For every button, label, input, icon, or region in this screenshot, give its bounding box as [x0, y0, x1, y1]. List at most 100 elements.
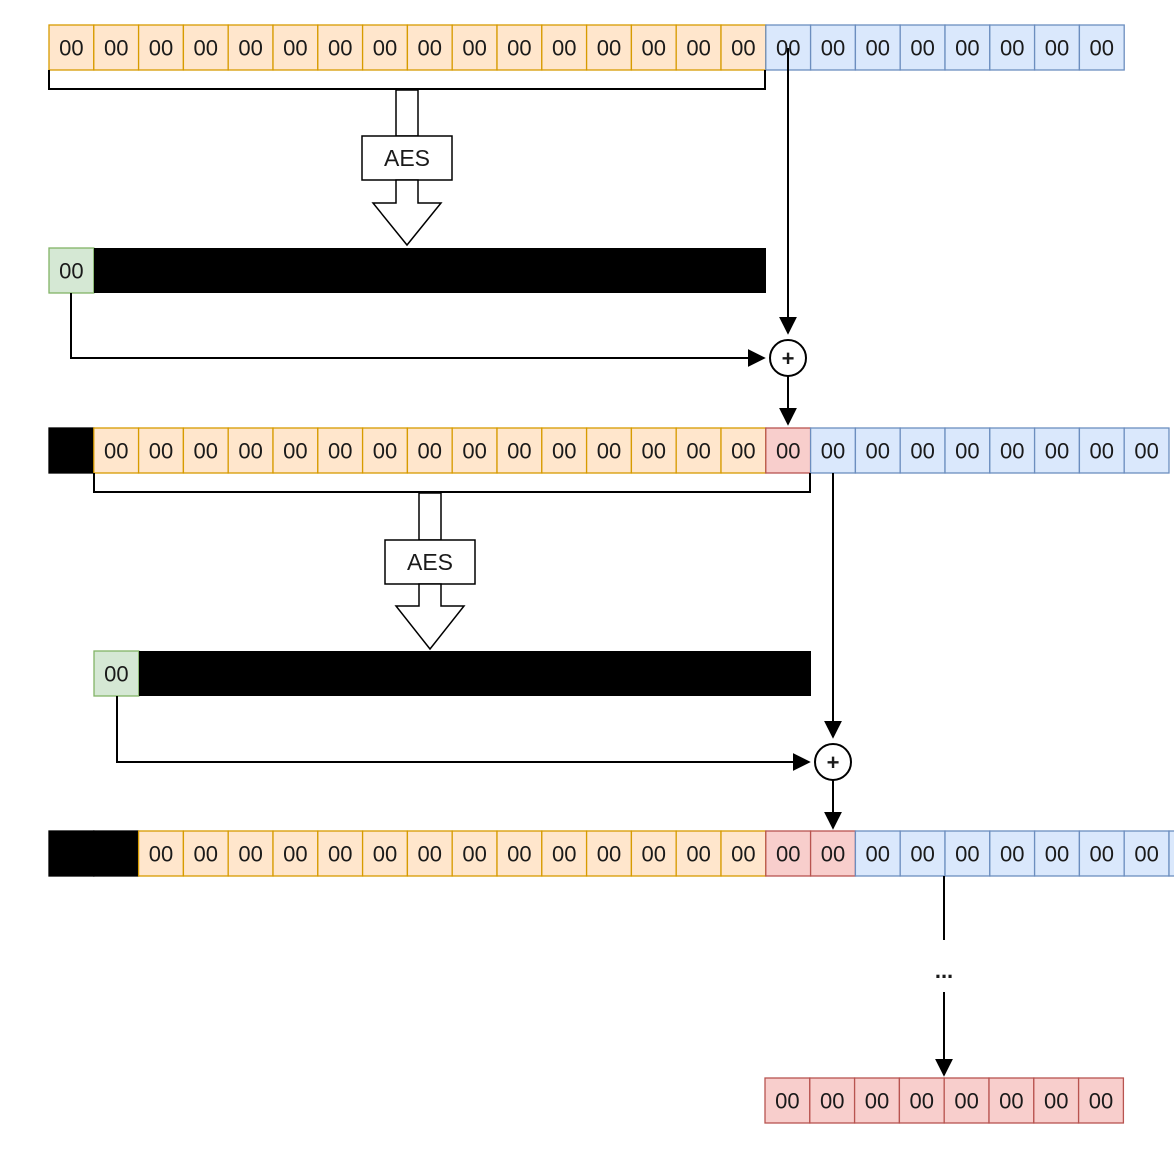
byte-value: 00 [775, 1089, 799, 1114]
byte-cell [630, 24, 677, 71]
byte-cell [585, 830, 633, 877]
consumed-byte-cell [48, 427, 95, 474]
xor-operator: + [814, 743, 852, 781]
byte-value: 00 [238, 842, 262, 867]
byte-value: 00 [1045, 36, 1069, 61]
byte-value: 00 [1134, 842, 1158, 867]
byte-value: 00 [462, 439, 486, 464]
byte-value: 00 [597, 439, 621, 464]
byte-cell [1033, 1077, 1080, 1124]
byte-value: 00 [238, 439, 262, 464]
aes-block-arrow: AES [361, 89, 453, 247]
byte-value: 00 [597, 36, 621, 61]
byte-value: 00 [999, 1089, 1023, 1114]
byte-value: 00 [955, 36, 979, 61]
byte-value: 00 [552, 36, 576, 61]
byte-cell [406, 24, 453, 71]
byte-cell [1168, 830, 1174, 877]
byte-value: 00 [1000, 439, 1024, 464]
byte-cell [944, 830, 991, 877]
byte-value: 00 [820, 1089, 844, 1114]
byte-cell [272, 24, 319, 71]
byte-cell [675, 427, 722, 474]
byte-value: 00 [283, 842, 307, 867]
byte-cell [765, 830, 812, 877]
byte-cell [585, 427, 633, 474]
byte-value: 00 [149, 439, 173, 464]
byte-cell [406, 830, 453, 877]
byte-cell [227, 830, 274, 877]
byte-cell [451, 24, 498, 71]
byte-cell [451, 830, 498, 877]
byte-value: 00 [328, 36, 352, 61]
byte-value: 00 [1090, 36, 1114, 61]
byte-value: 00 [283, 36, 307, 61]
byte-value: 00 [507, 842, 531, 867]
byte-value: 00 [194, 439, 218, 464]
byte-cells: 00 00 00 00 00 00 00 00 00 00 00 00 00 00 00 00 00 00 00 00… [48, 24, 1174, 1124]
byte-cell [944, 24, 991, 71]
byte-value: 00 [642, 439, 666, 464]
byte-value: 00 [59, 36, 83, 61]
byte-cell [137, 24, 185, 71]
byte-value: 00 [910, 842, 934, 867]
stage-2: AES + [93, 473, 852, 830]
byte-cell [93, 24, 140, 71]
byte-value: 00 [1134, 439, 1158, 464]
byte-value: 00 [507, 439, 531, 464]
byte-cell [1033, 24, 1081, 71]
aes-label: AES [407, 549, 453, 575]
byte-value: 00 [462, 36, 486, 61]
byte-cell [93, 650, 140, 697]
byte-cell [541, 830, 588, 877]
byte-value: 00 [104, 36, 128, 61]
feedback-line [70, 293, 766, 367]
byte-cell [854, 24, 901, 71]
byte-value: 00 [642, 36, 666, 61]
byte-cell [361, 24, 409, 71]
input-bracket [93, 473, 811, 493]
byte-value: 00 [373, 36, 397, 61]
byte-cell [1123, 830, 1170, 877]
aes-label: AES [384, 145, 430, 171]
byte-value: 00 [1000, 36, 1024, 61]
stage-1: AES + [48, 48, 807, 426]
byte-value: 00 [59, 259, 83, 284]
aes-block-arrow: AES [384, 492, 476, 651]
byte-value: 00 [1000, 842, 1024, 867]
byte-value: 00 [821, 36, 845, 61]
byte-cell [541, 24, 588, 71]
byte-value: 00 [731, 439, 755, 464]
byte-cell [630, 427, 677, 474]
byte-value: 00 [866, 36, 890, 61]
byte-cell [227, 24, 274, 71]
byte-value: 00 [955, 842, 979, 867]
byte-value: 00 [462, 842, 486, 867]
aes-output-black-bar [94, 248, 766, 293]
byte-cell [720, 830, 767, 877]
byte-value: 00 [104, 662, 128, 687]
byte-cell [989, 24, 1036, 71]
byte-value: 00 [104, 439, 128, 464]
byte-cell [585, 24, 633, 71]
byte-cell [1078, 24, 1125, 71]
byte-value: 00 [194, 842, 218, 867]
byte-value: 00 [1045, 842, 1069, 867]
byte-value: 00 [149, 842, 173, 867]
byte-cell [943, 1077, 990, 1124]
byte-value: 00 [686, 439, 710, 464]
byte-cell [1078, 830, 1125, 877]
byte-value: 00 [866, 439, 890, 464]
feedback-line [116, 696, 811, 771]
byte-cell [1033, 830, 1081, 877]
byte-cell [93, 427, 140, 474]
byte-value: 00 [507, 36, 531, 61]
byte-value: 00 [1090, 842, 1114, 867]
byte-cell [317, 24, 364, 71]
byte-value: 00 [954, 1089, 978, 1114]
byte-cell [899, 830, 946, 877]
